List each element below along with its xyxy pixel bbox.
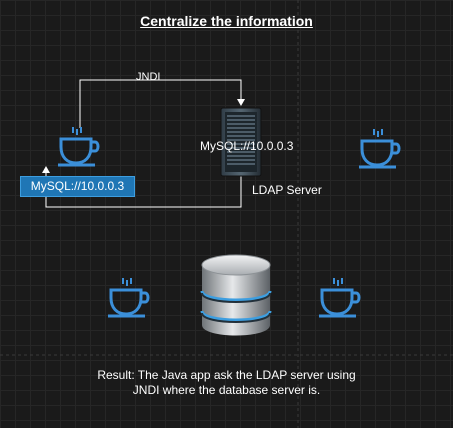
java-cup-icon: [319, 278, 361, 318]
result-line-1: Result: The Java app ask the LDAP server…: [97, 368, 356, 382]
ldap-server-label: LDAP Server: [252, 183, 322, 197]
server-mysql-label: MySQL://10.0.0.3: [200, 139, 294, 153]
result-line-2: JNDI where the database server is.: [132, 383, 321, 397]
jndi-arrowhead: [237, 99, 245, 106]
database-icon: [200, 254, 272, 336]
response-arrowhead: [42, 166, 50, 173]
java-cup-icon: [58, 127, 100, 167]
jndi-connector: [79, 79, 242, 128]
server-rack-icon: [220, 107, 262, 177]
result-caption: Result: The Java app ask the LDAP server…: [0, 368, 453, 398]
java-cup-icon: [108, 278, 150, 318]
java-cup-icon: [359, 129, 401, 169]
diagram-title: Centralize the information: [140, 13, 313, 29]
jndi-label: JNDI: [136, 71, 161, 83]
client-config-box: MySQL://10.0.0.3: [20, 176, 135, 197]
